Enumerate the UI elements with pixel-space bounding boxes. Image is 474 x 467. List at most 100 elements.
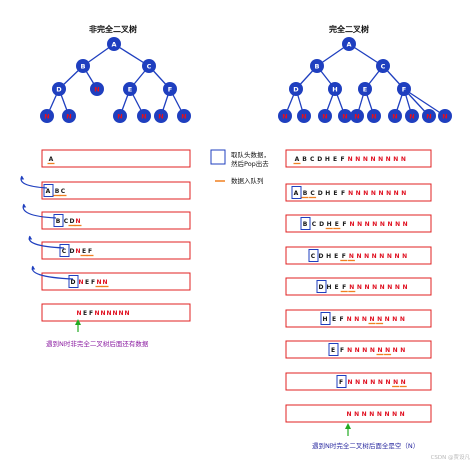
queue-cell: N xyxy=(377,316,382,323)
green-arrow-right-head xyxy=(345,423,351,429)
queue-cell: N xyxy=(384,411,389,418)
queue-cell: N xyxy=(364,284,369,291)
queue-cell: F xyxy=(342,221,346,228)
queue-cell: N xyxy=(365,221,370,228)
queue-cell: N xyxy=(363,156,368,163)
tree-node-label: N xyxy=(117,113,122,121)
queue-row-frame xyxy=(41,241,191,260)
queue-cell: H xyxy=(326,284,331,291)
queue-cell: D xyxy=(70,218,75,225)
popped-box xyxy=(316,280,327,293)
queue-cell: H xyxy=(325,156,330,163)
queue-row-frame xyxy=(41,149,191,168)
queue-row-frame xyxy=(41,181,191,200)
popped-value: C xyxy=(311,253,316,260)
queue-cell: C xyxy=(310,190,315,197)
queue-cell: N xyxy=(378,379,383,386)
queue-cell: N xyxy=(393,156,398,163)
queue-cell: E xyxy=(85,279,89,286)
popped-value: D xyxy=(319,284,324,291)
tree-null-node xyxy=(350,109,364,123)
queue-cell: N xyxy=(370,379,375,386)
queue-cell: N xyxy=(393,347,398,354)
queue-row-frame xyxy=(285,214,432,233)
legend-pop-text-2: 然后Pop出去 xyxy=(231,159,269,168)
queue-cell: A xyxy=(295,156,300,163)
tree-node xyxy=(163,82,177,96)
queue-cell: N xyxy=(380,284,385,291)
queue-cell: N xyxy=(401,379,406,386)
queue-cell: N xyxy=(362,316,367,323)
tree-node-label: H xyxy=(332,86,337,94)
popped-box xyxy=(291,186,302,199)
queue-cell: N xyxy=(379,253,384,260)
queue-cell: N xyxy=(387,284,392,291)
queue-cell: N xyxy=(354,411,359,418)
tree-null-node xyxy=(367,109,381,123)
legend-pop-text-1: 取队头数据， xyxy=(231,150,270,159)
queue-cell: C xyxy=(310,156,315,163)
queue-cell: N xyxy=(347,347,352,354)
queue-cell: N xyxy=(370,347,375,354)
popped-value: D xyxy=(71,279,76,286)
queue-cell: N xyxy=(357,221,362,228)
queue-cell: N xyxy=(403,221,408,228)
green-arrow-left-head xyxy=(75,319,81,325)
queue-cell: N xyxy=(76,310,81,317)
queue-cell: N xyxy=(354,316,359,323)
queue-cell: N xyxy=(380,221,385,228)
queue-cell: N xyxy=(394,253,399,260)
tree-node xyxy=(107,37,121,51)
queue-cell: N xyxy=(387,221,392,228)
queue-row-frame xyxy=(41,303,191,322)
queue-cell: N xyxy=(393,379,398,386)
tree-node xyxy=(397,82,411,96)
queue-cell: E xyxy=(334,253,338,260)
popped-value: H xyxy=(322,316,327,323)
tree-node-label: C xyxy=(147,63,152,71)
queue-cell: N xyxy=(362,411,367,418)
queue-cell: N xyxy=(349,284,354,291)
queue-cell: N xyxy=(386,190,391,197)
tree-node-label: N xyxy=(426,113,431,121)
tree-node-label: N xyxy=(322,113,327,121)
tree-node-label: N xyxy=(66,113,71,121)
queue-cell: N xyxy=(400,316,405,323)
queue-cell: N xyxy=(348,156,353,163)
left-note: 遇到N时非完全二叉树后面还有数据 xyxy=(46,339,149,348)
tree-node-label: A xyxy=(111,41,116,49)
queue-cell: A xyxy=(49,156,54,163)
queue-cell: N xyxy=(369,411,374,418)
right-note: 遇到N时完全二叉树后面全是空（N） xyxy=(312,441,419,450)
queue-cell: E xyxy=(82,248,86,255)
tree-node xyxy=(76,59,90,73)
tree-edge xyxy=(403,88,446,117)
queue-cell: N xyxy=(100,310,105,317)
queue-cell: N xyxy=(349,221,354,228)
watermark: CSDN @贾设凡 xyxy=(431,453,471,461)
queue-cell: N xyxy=(356,253,361,260)
tree-node-label: E xyxy=(363,86,367,94)
tree-node-label: N xyxy=(44,113,49,121)
queue-cell: N xyxy=(78,279,83,286)
queue-cell: D xyxy=(317,156,322,163)
queue-row-frame xyxy=(285,340,432,359)
tree-node-label: N xyxy=(354,113,359,121)
tree-null-node xyxy=(40,109,54,123)
queue-cell: N xyxy=(347,316,352,323)
queue-cell: N xyxy=(363,379,368,386)
tree-node-label: D xyxy=(293,86,299,94)
queue-cell: N xyxy=(372,253,377,260)
queue-cell: F xyxy=(341,156,345,163)
queue-cell: D xyxy=(319,253,324,260)
queue-cell: B xyxy=(302,156,307,163)
queue-cell: D xyxy=(318,190,323,197)
tree-null-node xyxy=(318,109,332,123)
tree-null-node xyxy=(422,109,436,123)
pop-arrow-head xyxy=(20,176,25,180)
